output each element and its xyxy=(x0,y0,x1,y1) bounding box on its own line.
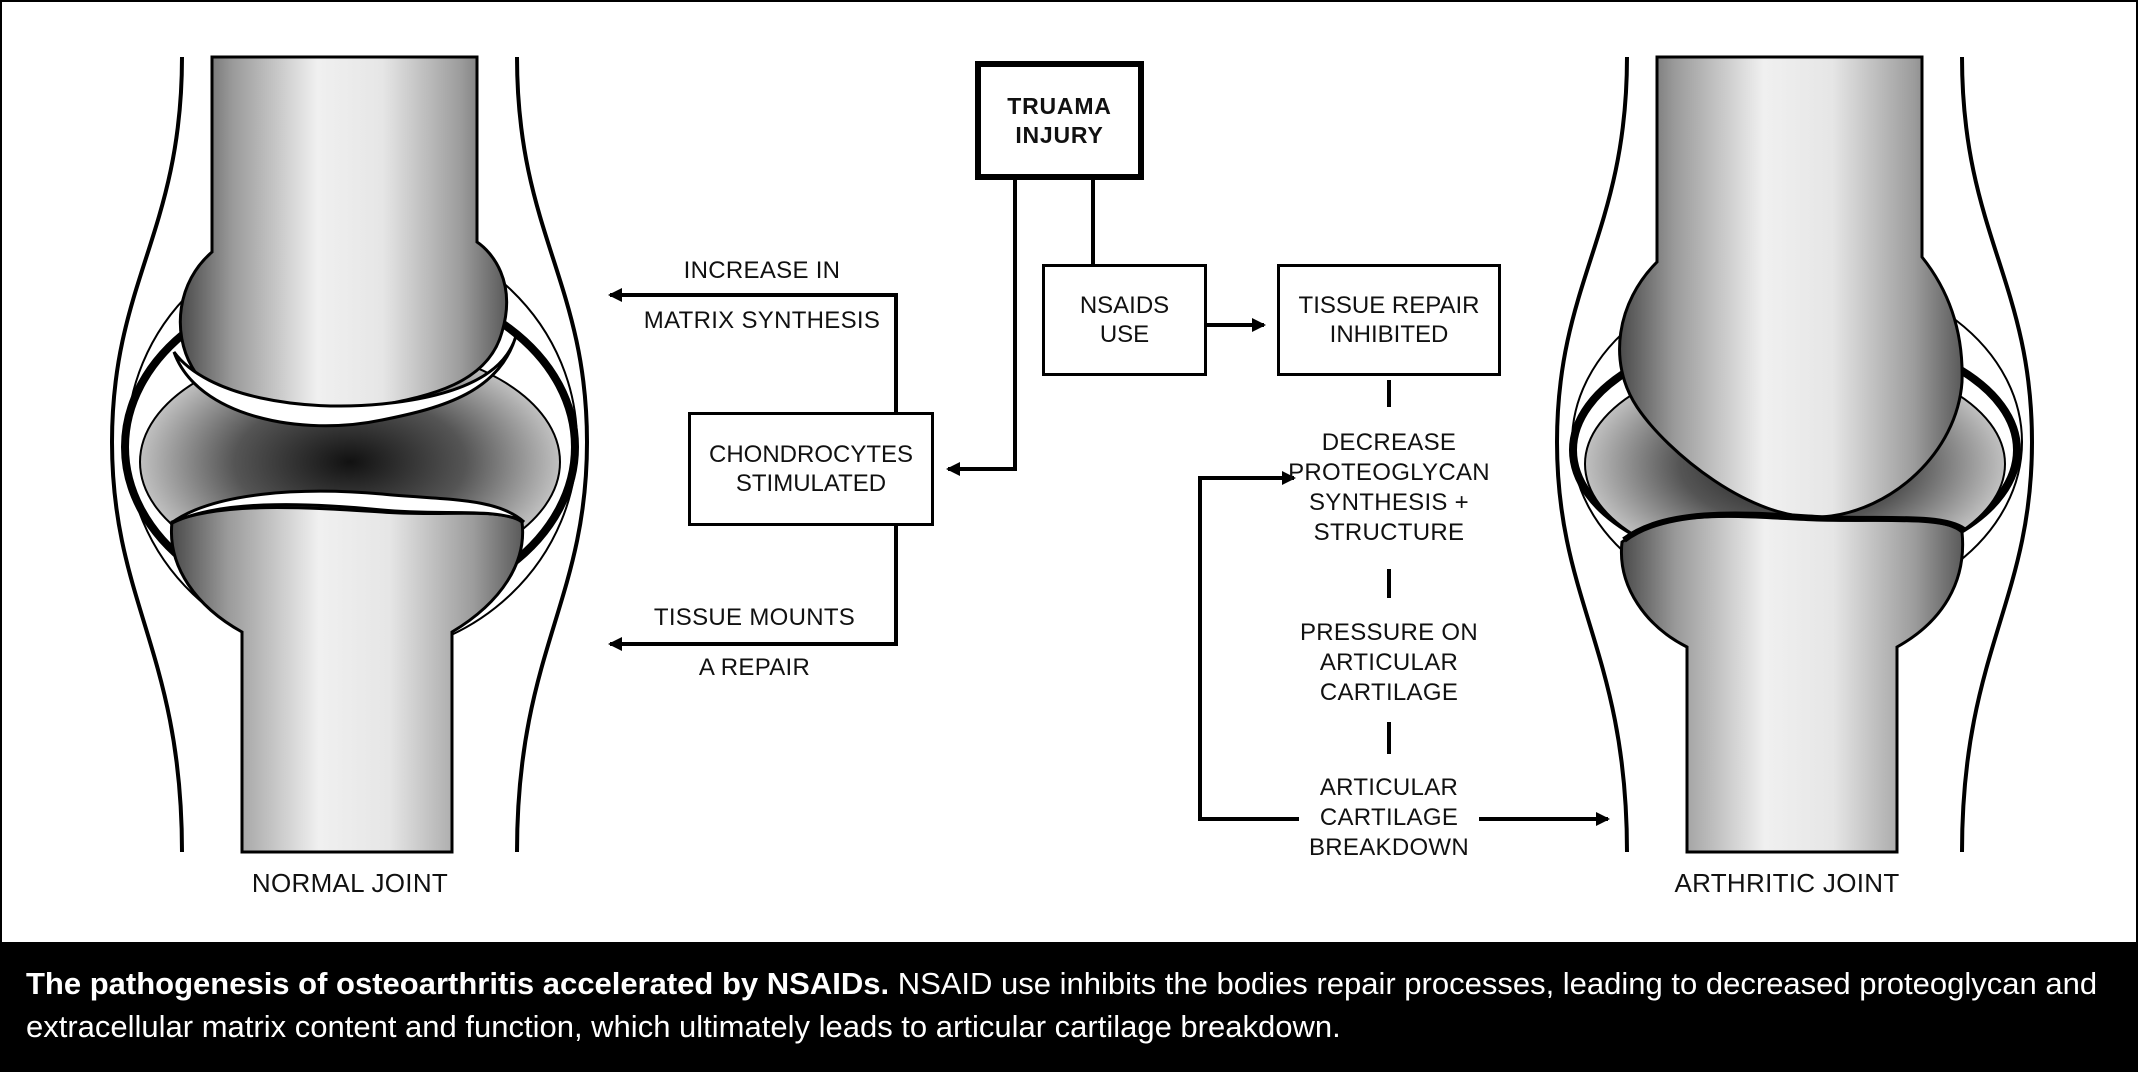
connector-trauma-to-chondrocytes xyxy=(946,180,1017,476)
connector-feedback-loop xyxy=(1198,471,1302,821)
decrease-proteoglycan-label: DECREASE PROTEOGLYCAN SYNTHESIS + STRUCT… xyxy=(1288,429,1490,546)
connector-chondrocytes-to-repair xyxy=(608,525,898,651)
chondrocytes-stimulated-box: CHONDROCYTES STIMULATED xyxy=(688,412,934,526)
diagram: TRUAMA INJURY NSAIDS USE TISSUE REPAIR I… xyxy=(2,2,2136,942)
connector-chondrocytes-to-increase xyxy=(608,288,898,414)
a-repair-label: A REPAIR xyxy=(698,654,811,681)
caption-title: The pathogenesis of osteoarthritis accel… xyxy=(26,966,890,1001)
tissue-repair-inhibited-box: TISSUE REPAIR INHIBITED xyxy=(1277,264,1501,376)
figure-caption: The pathogenesis of osteoarthritis accel… xyxy=(2,942,2136,1070)
pressure-on-cartilage-label: PRESSURE ON ARTICULAR CARTILAGE xyxy=(1299,619,1478,706)
matrix-synthesis-label: MATRIX SYNTHESIS xyxy=(643,307,881,334)
nsaids-use-box: NSAIDS USE xyxy=(1042,264,1207,376)
cartilage-breakdown-label: ARTICULAR CARTILAGE BREAKDOWN xyxy=(1299,773,1479,863)
normal-joint-label: NORMAL JOINT xyxy=(251,868,449,898)
arthritic-joint-label: ARTHRITIC JOINT xyxy=(1674,868,1900,898)
trauma-injury-box: TRUAMA INJURY xyxy=(975,61,1144,180)
tissue-mounts-label: TISSUE MOUNTS xyxy=(653,604,856,631)
arthritic-joint-illustration xyxy=(1554,55,2035,854)
normal-joint-illustration xyxy=(109,55,590,854)
caption-body: NSAID use inhibits the bodies repair pro… xyxy=(26,966,2098,1044)
diagram-graphics xyxy=(109,55,2035,854)
increase-in-label: INCREASE IN xyxy=(683,257,841,284)
flow-connectors xyxy=(608,180,1610,826)
